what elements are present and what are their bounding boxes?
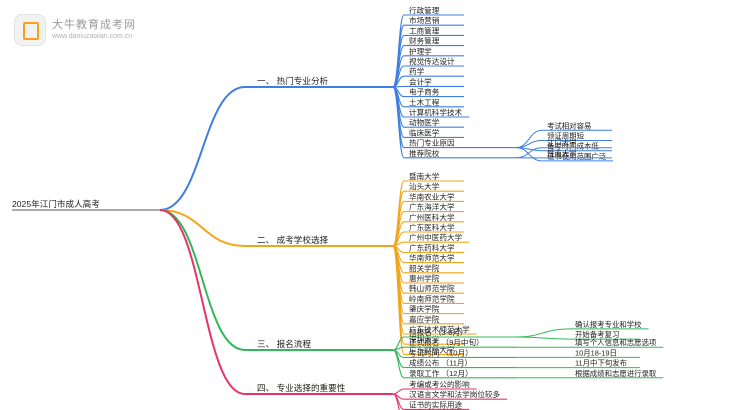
item-label: 临床医学 [409, 127, 440, 137]
item-label: 考试时间 （10月） [409, 347, 473, 357]
branch-connector [159, 86, 246, 211]
child-label: 江门大学 [547, 139, 577, 148]
child-connector [515, 336, 571, 340]
item-label: 成绩公布 （11月） [409, 358, 472, 368]
item-label: 肇庆学院 [409, 304, 440, 314]
item-label: 华南师范大学 [409, 253, 455, 263]
item-label: 正式报名 （9月中旬） [409, 337, 484, 347]
item-label: 药学 [409, 66, 425, 76]
item-label: 市场营销 [409, 15, 440, 25]
item-label: 工商管理 [409, 25, 440, 35]
item-connector [392, 393, 400, 410]
item-label: 韩山师范学院 [409, 283, 455, 293]
book-icon [14, 14, 46, 46]
item-label: 护理学 [409, 46, 432, 56]
item-label: 深圳大学 [409, 334, 440, 344]
item-label: 电子商务 [409, 87, 440, 97]
root-node: 2025年江门市成人高考 [12, 198, 100, 209]
watermark-name: 大牛教育成考网 [52, 19, 136, 31]
item-label: 土木工程 [409, 97, 440, 107]
child-label: 确认报考专业和学校 [575, 320, 642, 329]
child-label: 10月18-19日 [575, 348, 617, 357]
item-label: 广东医科大学 [409, 222, 455, 232]
item-label: 预报名 （3-8月） [409, 327, 468, 337]
item-label: 广东技术师范大学 [409, 324, 470, 334]
item-label: 推荐院校 [409, 148, 440, 158]
child-label: 填写个人信息和志愿选项 [575, 338, 657, 347]
child-label: 11月中下旬发布 [575, 359, 627, 368]
item-connector [392, 349, 405, 379]
item-label: 岭南师范学院 [409, 293, 455, 303]
child-connector [515, 129, 543, 149]
child-label: 开始备考复习 [575, 330, 619, 339]
child-label: 备考时间成本低 [547, 142, 599, 151]
item-connector [392, 245, 405, 355]
item-label: 广州医科大学 [409, 212, 455, 222]
watermark-logo: 大牛教育成考网 www.daniuzaixian.com.cn [14, 14, 174, 50]
child-connector [515, 147, 543, 162]
child-label: 根据成绩和志愿进行录取 [575, 369, 657, 378]
item-label: 广东药科大学 [409, 242, 455, 252]
item-label: 财务管理 [409, 36, 440, 46]
item-label: 惠州学院 [409, 273, 440, 283]
item-label: 录取工作 （12月） [409, 368, 473, 378]
item-label: 华南农业大学 [409, 191, 455, 201]
item-label: 韶关学院 [409, 263, 440, 273]
branch-connector [159, 209, 246, 351]
child-connector [515, 328, 571, 338]
item-connector [392, 34, 405, 88]
item-label: 考编或考公的影响 [409, 379, 470, 389]
watermark-url: www.daniuzaixian.com.cn [52, 33, 133, 40]
item-label: 广州中医药大学 [409, 232, 463, 242]
item-label: 广东财经大学 [409, 344, 455, 354]
item-label: 热门专业原因 [409, 138, 455, 148]
item-connector [392, 86, 405, 159]
child-label: 证书使用范围广泛 [547, 152, 607, 161]
branch-label: 四、 专业选择的重要性 [257, 382, 346, 393]
child-label: 考试相对容易 [547, 121, 591, 130]
item-label: 行政管理 [409, 5, 440, 15]
item-label: 视觉传达设计 [409, 56, 455, 66]
item-label: 动物医学 [409, 117, 440, 127]
branch-connector [159, 209, 246, 247]
child-label: 暨南大学 [547, 149, 577, 158]
item-label: 汉语言文学和法学岗位较多 [409, 389, 501, 399]
item-label: 计算机科学技术 [409, 107, 463, 117]
item-label: 嘉应学院 [409, 314, 440, 324]
item-label: 会计学 [409, 76, 432, 86]
item-label: 广东海洋大学 [409, 202, 455, 212]
branch-label: 一、 热门专业分析 [257, 75, 329, 86]
child-label: 领证周期短 [547, 132, 585, 141]
item-connector [392, 388, 405, 395]
branch-connector [159, 209, 246, 395]
item-label: 汕头大学 [409, 181, 440, 191]
branch-label: 三、 报名流程 [257, 338, 311, 349]
item-label: 证书的实际用途 [409, 399, 463, 409]
branch-label: 二、 成考学校选择 [257, 234, 329, 245]
item-label: 暨南大学 [409, 171, 440, 181]
